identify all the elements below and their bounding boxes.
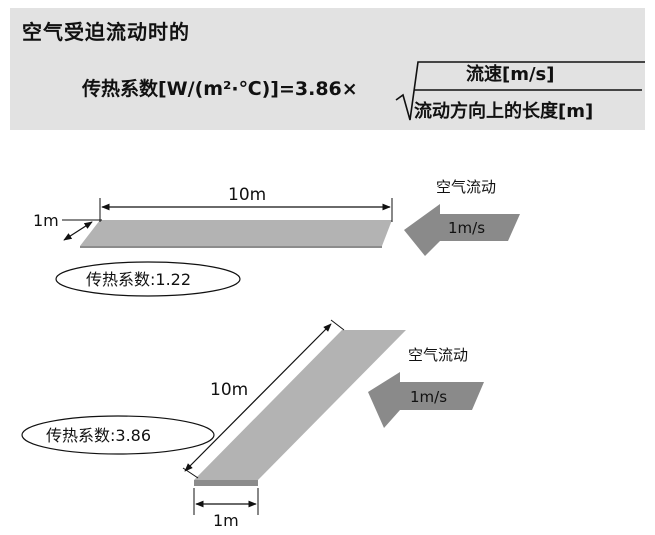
top-speed-label: 1m/s [448,219,485,237]
top-air-flow-label: 空气流动 [436,178,496,196]
bottom-width-dimension [193,488,259,515]
top-coefficient-ellipse [55,261,241,297]
formula-lhs: 传热系数[W/(m²·℃)]=3.86× [82,78,358,100]
formula-numerator: 流速[m/s] [466,64,555,85]
bottom-coefficient-ellipse [21,415,215,455]
top-length-dimension [99,198,393,222]
bottom-length-label: 10m [210,380,248,400]
bottom-air-flow-label: 空气流动 [408,346,468,364]
formula-panel [10,8,645,130]
top-plate [80,220,392,248]
bottom-air-flow-arrow [368,372,484,428]
formula-denominator: 流动方向上的长度[m] [414,101,594,122]
formula-title: 空气受迫流动时的 [22,20,190,44]
top-air-flow-arrow [404,204,520,256]
radical-sign [395,61,645,121]
top-width-label: 1m [33,211,59,230]
bottom-plate [194,330,406,486]
bottom-length-dimension [182,319,345,479]
bottom-coefficient-label: 传热系数:3.86 [46,426,151,445]
bottom-speed-label: 1m/s [410,388,447,406]
top-coefficient-label: 传热系数:1.22 [86,270,191,289]
bottom-width-label: 1m [213,511,239,530]
top-length-label: 10m [228,185,266,205]
top-width-dimension [62,219,102,241]
